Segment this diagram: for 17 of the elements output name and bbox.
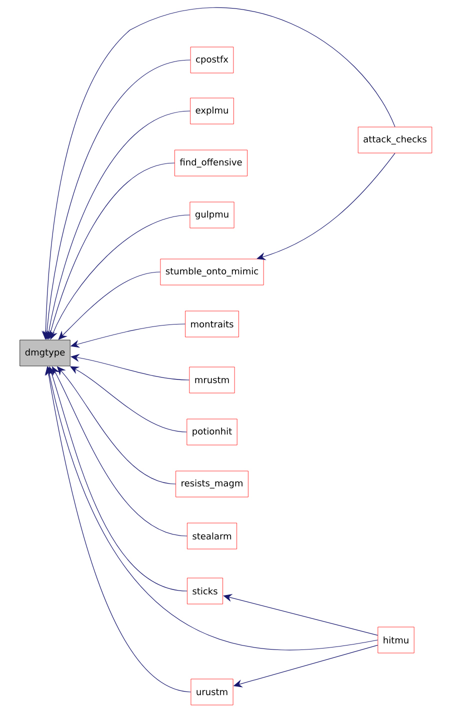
- function-box: cpostfx: [190, 46, 234, 74]
- function-box: hitmu: [378, 626, 414, 654]
- function-box: find_offensive: [174, 150, 248, 176]
- arrow: [256, 152, 396, 260]
- function-box: montraits: [185, 310, 239, 338]
- function-box: sticks: [187, 578, 223, 604]
- function-box: gulpmu: [190, 202, 234, 228]
- arrow: [58, 272, 161, 340]
- function-box: stumble_onto_mimic: [160, 258, 264, 286]
- function-box: stealarm: [187, 522, 237, 550]
- function-box: explmu: [190, 98, 234, 124]
- function-box: attack_checks: [358, 126, 432, 154]
- selected-function-box: dmgtype: [20, 340, 70, 366]
- function-box: mrustm: [189, 366, 235, 394]
- function-box: potionhit: [186, 418, 238, 446]
- function-box: urustm: [190, 678, 234, 706]
- function-box: resists_magm: [176, 470, 248, 498]
